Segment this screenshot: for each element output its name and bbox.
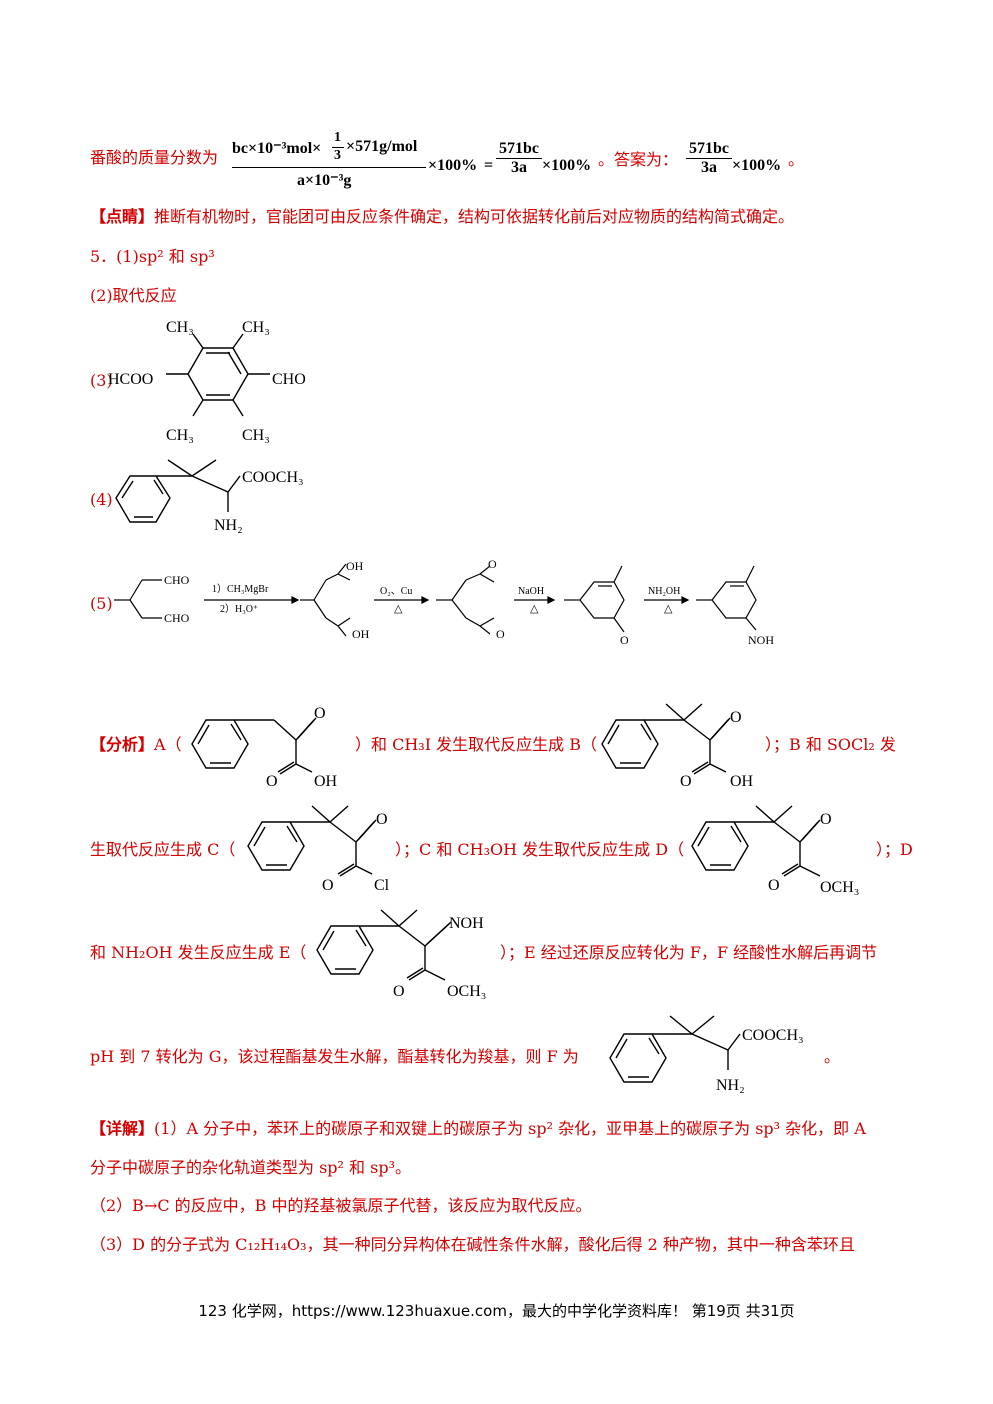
xiangjie-p2: （2）B→C 的反应中，B 中的羟基被氯原子代替，该反应为取代反应。 [90, 1196, 592, 1215]
C-cl: Cl [374, 877, 390, 894]
s3-ch3-2: CH₃ [242, 319, 270, 336]
fenxi-l1a-text: A（ [154, 735, 182, 754]
xiangjie-p1a-text: (1）A 分子中，苯环上的碳原子和双键上的碳原子为 sp² 杂化，亚甲基上的碳原… [154, 1119, 866, 1138]
formula-equals: = [484, 157, 494, 174]
s3-ch3-4: CH₃ [242, 427, 270, 444]
s3-ch3-3: CH₃ [166, 427, 194, 444]
fenxi-l3b: ）；E 经过还原反应转化为 F，F 经酸性水解后再调节 [500, 943, 878, 962]
structure-4: COOCH₃ NH₂ [115, 459, 304, 534]
D-o2: O [768, 877, 780, 894]
page-footer: 123 化学网，https://www.123huaxue.com，最大的中学化… [198, 1302, 795, 1320]
s3-hcoo: HCOO [108, 371, 153, 388]
mass-fraction-formula: bc×10⁻³mol× 1 3 ×571g/mol a×10⁻³g [232, 130, 428, 189]
s5-delta-3: △ [664, 603, 673, 615]
E-noh: NOH [449, 915, 484, 932]
fenxi-l1a: 【分析】A（ [90, 735, 182, 755]
s5-step2: O₂、Cu [380, 586, 412, 597]
formula-denominator: a×10⁻³g [297, 172, 352, 189]
s4-nh2: NH₂ [214, 517, 243, 534]
structure-B: O O OH [601, 703, 754, 790]
fenxi-l2c: ）；D [876, 840, 913, 859]
structure-3-aromatic: CH₃ CH₃ HCOO CHO CH₃ CH₃ [108, 319, 306, 444]
B-o2: O [680, 773, 692, 790]
xiangjie-p1a: 【详解】(1）A 分子中，苯环上的碳原子和双键上的碳原子为 sp² 杂化，亚甲基… [90, 1119, 866, 1139]
s5-o-1: O [488, 560, 497, 571]
B-o: O [730, 709, 742, 726]
answer-end: 。 [788, 150, 805, 169]
dianjing-text: 推断有机物时，官能团可由反应条件确定，结构可依据转化前后对应物质的结构简式确定。 [154, 207, 795, 226]
A-o2: O [266, 773, 278, 790]
synthesis-route: CHO CHO 1）CH₃MgBr 2）H₃O⁺ OH OH O₂、Cu △ O… [114, 560, 774, 647]
s5-oh-1: OH [346, 560, 364, 573]
answer-label: 。答案为： [598, 150, 679, 169]
formula-numerator: bc×10⁻³mol× [232, 140, 322, 157]
xiangjie-p3: （3）D 的分子式为 C₁₂H₁₄O₃，其一种同分异构体在碱性条件水解，酸化后得… [90, 1235, 855, 1254]
fenxi-l4b: 。 [824, 1047, 841, 1066]
answer-tail: ×100% [732, 157, 782, 174]
s5-cho-2: CHO [164, 611, 190, 625]
answer-fraction: 571bc 3a [686, 140, 732, 177]
s3-cho: CHO [272, 371, 306, 388]
structure-C: O O Cl [247, 805, 390, 894]
fenxi-l1b: ）和 CH₃I 发生取代反应生成 B（ [355, 735, 597, 754]
rhs-fraction: 571bc 3a [496, 140, 542, 177]
F-cooch3: COOCH₃ [742, 1027, 804, 1044]
fenxi-l3a: 和 NH₂OH 发生反应生成 E（ [90, 943, 307, 962]
q5-answer-5-label: (5) [90, 594, 113, 613]
structure-A: O O OH [191, 705, 338, 790]
dianjing-tag: 【点睛】 [90, 207, 155, 226]
xiangjie-tag: 【详解】 [90, 1119, 155, 1138]
s5-cho-1: CHO [164, 573, 190, 587]
s5-delta-2: △ [530, 603, 539, 615]
C-o2: O [322, 877, 334, 894]
A-oh: OH [314, 773, 338, 790]
q5-answer-2: (2)取代反应 [90, 286, 177, 305]
s5-oh-2: OH [352, 627, 370, 641]
s3-ch3-1: CH₃ [166, 319, 194, 336]
fenxi-l2b: ）；C 和 CH₃OH 发生取代反应生成 D（ [395, 840, 685, 859]
fenxi-l1c: ）；B 和 SOCl₂ 发 [765, 735, 896, 754]
q5-answer-4-label: (4) [90, 490, 113, 509]
formula-numerator-tail: ×571g/mol [346, 138, 418, 155]
structure-F: COOCH₃ NH₂ [609, 1015, 804, 1094]
D-o: O [820, 811, 832, 828]
C-o: O [376, 811, 388, 828]
fenxi-l2a: 生取代反应生成 C（ [90, 840, 236, 859]
s5-step1a: 1）CH₃MgBr [212, 583, 269, 595]
structure-E: NOH O OCH₃ [316, 909, 486, 1000]
s5-noh: NOH [748, 633, 774, 647]
formula-third-den: 3 [334, 148, 341, 163]
q5-answer-3-label: (3) [90, 371, 113, 390]
B-oh: OH [730, 773, 754, 790]
xiangjie-p1b: 分子中碳原子的杂化轨道类型为 sp² 和 sp³。 [90, 1158, 411, 1177]
s5-o-2: O [496, 627, 505, 641]
s5-step3: NaOH [518, 586, 544, 597]
formula-times100: ×100% [428, 157, 478, 174]
s4-cooch3: COOCH₃ [242, 469, 304, 486]
rhs-den: 3a [496, 158, 542, 177]
fenxi-l4a: pH 到 7 转化为 G，该过程酯基发生水解，酯基转化为羧基，则 F 为 [90, 1047, 579, 1066]
dianjing-paragraph: 【点睛】推断有机物时，官能团可由反应条件确定，结构可依据转化前后对应物质的结构简… [90, 207, 794, 227]
formula-third-num: 1 [334, 130, 341, 145]
A-o: O [314, 705, 326, 722]
s5-step1b: 2）H₃O⁺ [220, 603, 258, 615]
E-och3: OCH₃ [447, 983, 486, 1000]
s5-step4: NH₂OH [648, 586, 680, 597]
answer-num: 571bc [689, 140, 729, 157]
rhs-tail: ×100% [542, 157, 592, 174]
F-nh2: NH₂ [716, 1077, 745, 1094]
intro-prefix: 番酸的质量分数为 [90, 148, 219, 167]
q5-answer-1: 5．(1)sp² 和 sp³ [90, 247, 215, 266]
E-o: O [393, 983, 405, 1000]
answer-den: 3a [686, 158, 732, 177]
D-och3: OCH₃ [820, 879, 859, 896]
structure-D: O O OCH₃ [691, 805, 859, 896]
fenxi-tag: 【分析】 [90, 735, 155, 754]
rhs-num: 571bc [499, 140, 539, 157]
s5-o-3: O [620, 633, 629, 647]
s5-delta-1: △ [394, 603, 403, 615]
